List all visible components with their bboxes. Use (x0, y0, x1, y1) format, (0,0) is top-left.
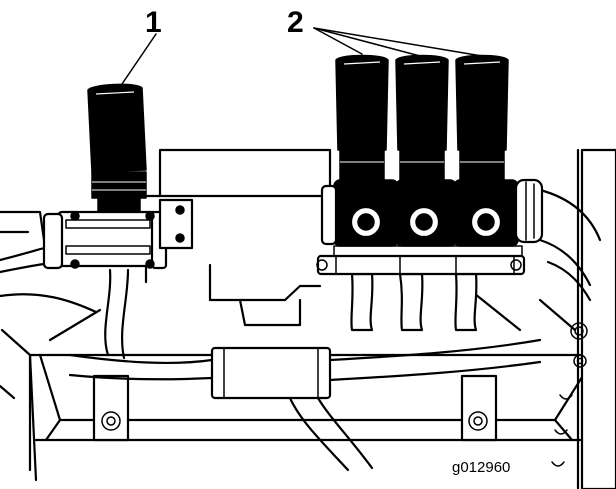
hoses (0, 188, 602, 472)
single-valve-assembly (42, 83, 194, 284)
callout-number-1: 1 (145, 6, 162, 39)
callout-number-2: 2 (287, 6, 304, 39)
leader-lines (121, 27, 483, 85)
triple-valve-manifold (316, 54, 544, 276)
figure-id-label: g012960 (452, 459, 511, 476)
